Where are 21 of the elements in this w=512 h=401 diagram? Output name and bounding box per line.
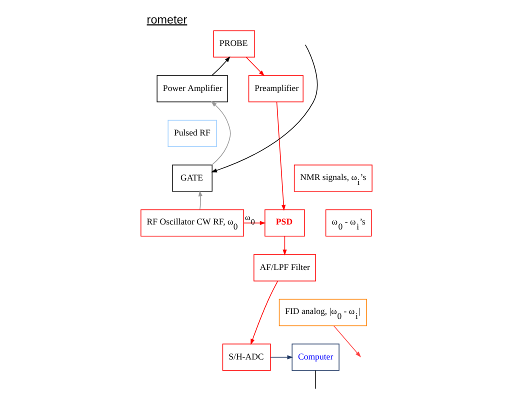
node-box: GATE — [172, 164, 212, 192]
node-box: Pulsed RF — [167, 120, 216, 148]
arrow — [210, 101, 230, 166]
arrow — [282, 236, 286, 256]
connector — [314, 370, 316, 390]
arrow — [276, 102, 286, 211]
arrow — [198, 190, 202, 210]
node-box: Computer — [291, 344, 339, 371]
node-box: S/H-ADC — [222, 344, 270, 371]
arrow — [245, 56, 264, 76]
node-box: PSD — [264, 209, 304, 237]
arrow — [211, 56, 230, 76]
node-box: AF/LPF Filter — [253, 254, 316, 282]
node-box: PROBE — [212, 30, 255, 58]
arrow — [270, 355, 293, 360]
node-box: Power Amplifier — [156, 75, 228, 102]
node-box: Preamplifier — [248, 75, 303, 102]
diagram-title: rometer — [146, 13, 187, 26]
arrow — [250, 280, 278, 345]
arrow — [332, 325, 360, 358]
arrow — [210, 44, 318, 172]
